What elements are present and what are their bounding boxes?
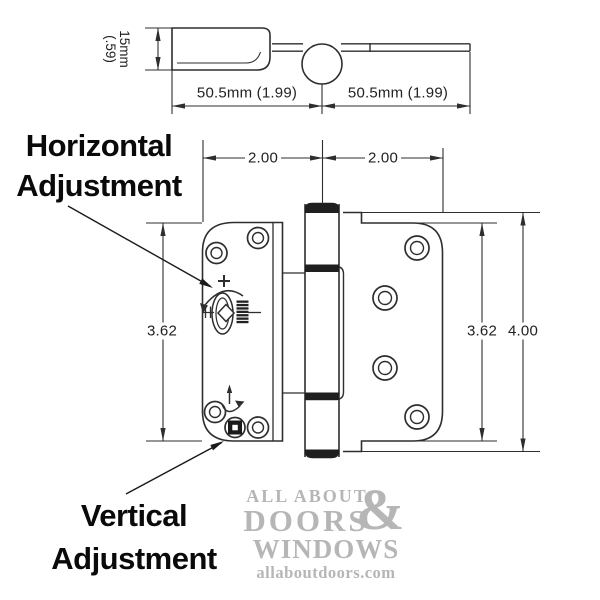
turn-arrow-icon bbox=[221, 403, 241, 413]
screw-head-side bbox=[202, 306, 214, 318]
overall-height-dimension: 4.00 bbox=[505, 322, 541, 340]
square-drive-screw-icon bbox=[224, 416, 246, 439]
folded-leaf-profile bbox=[171, 27, 271, 71]
barrel-outline bbox=[304, 204, 340, 457]
screw-threads bbox=[236, 300, 249, 324]
screw-hole bbox=[205, 241, 228, 265]
horizontal-adjustment-callout: Horizontal Adjustment bbox=[16, 128, 182, 203]
horizontal-adjustment-leader bbox=[67, 205, 211, 288]
barrel-bottom-cap bbox=[305, 449, 339, 459]
dimension-text-mm: 15mm bbox=[117, 30, 132, 68]
watermark-logo: ALL ABOUT DOORS WINDOWS allaboutdoors.co… bbox=[240, 481, 412, 583]
watermark-line3: WINDOWS bbox=[252, 534, 400, 564]
front-view-arrowheads bbox=[160, 155, 526, 452]
vertical-adjustment-leader bbox=[125, 442, 222, 495]
leader-arrows bbox=[67, 205, 222, 495]
front-left-width-dimension: 2.00 bbox=[245, 149, 281, 167]
screw-hole bbox=[246, 226, 270, 250]
screw-holes bbox=[203, 226, 430, 439]
screw-hole bbox=[404, 404, 430, 430]
rotate-arrow-icon bbox=[204, 289, 244, 306]
knuckle-band-lower bbox=[305, 392, 339, 400]
leaf-thickness-inner-line bbox=[177, 51, 262, 64]
watermark-line2: DOORS bbox=[243, 503, 369, 538]
watermark-url: allaboutdoors.com bbox=[256, 563, 396, 582]
barrel-end-view bbox=[301, 43, 343, 85]
plus-icon bbox=[218, 275, 230, 287]
dimension-text-inch: (.59) bbox=[103, 35, 118, 63]
right-leaf-outline bbox=[343, 211, 444, 453]
screw-hole bbox=[246, 416, 270, 439]
screw-hole bbox=[404, 235, 430, 261]
left-leaf-outline bbox=[201, 221, 284, 442]
cam-diamond bbox=[216, 303, 236, 323]
top-left-width-dimension: 50.5mm (1.99) bbox=[196, 84, 298, 102]
extension-lines bbox=[146, 140, 540, 453]
barrel-top-cap bbox=[305, 202, 339, 213]
flat-leaf-profile bbox=[272, 43, 471, 52]
knuckle-band-upper bbox=[305, 264, 339, 272]
side-profile-view bbox=[171, 27, 471, 85]
ampersand-glyph: & bbox=[356, 477, 405, 542]
front-right-width-dimension: 2.00 bbox=[365, 149, 401, 167]
top-right-width-dimension: 50.5mm (1.99) bbox=[347, 84, 449, 102]
screw-hole bbox=[203, 400, 227, 424]
top-view-arrowheads bbox=[155, 28, 470, 109]
screw-hole bbox=[372, 355, 398, 381]
left-leaf-knuckle-arms bbox=[282, 272, 305, 394]
horizontal-adjustment-icon bbox=[200, 275, 261, 335]
left-leaf-height-dimension: 3.62 bbox=[144, 322, 180, 340]
right-leaf-height-dimension: 3.62 bbox=[464, 322, 500, 340]
vertical-adjustment-icon bbox=[221, 384, 245, 413]
middle-knuckle-outline bbox=[306, 265, 345, 401]
watermark-line1: ALL ABOUT bbox=[246, 486, 368, 506]
barrel-caps-and-bands bbox=[305, 202, 339, 459]
screw-hole bbox=[372, 285, 398, 311]
vertical-adjustment-callout: Vertical Adjustment bbox=[51, 498, 217, 576]
